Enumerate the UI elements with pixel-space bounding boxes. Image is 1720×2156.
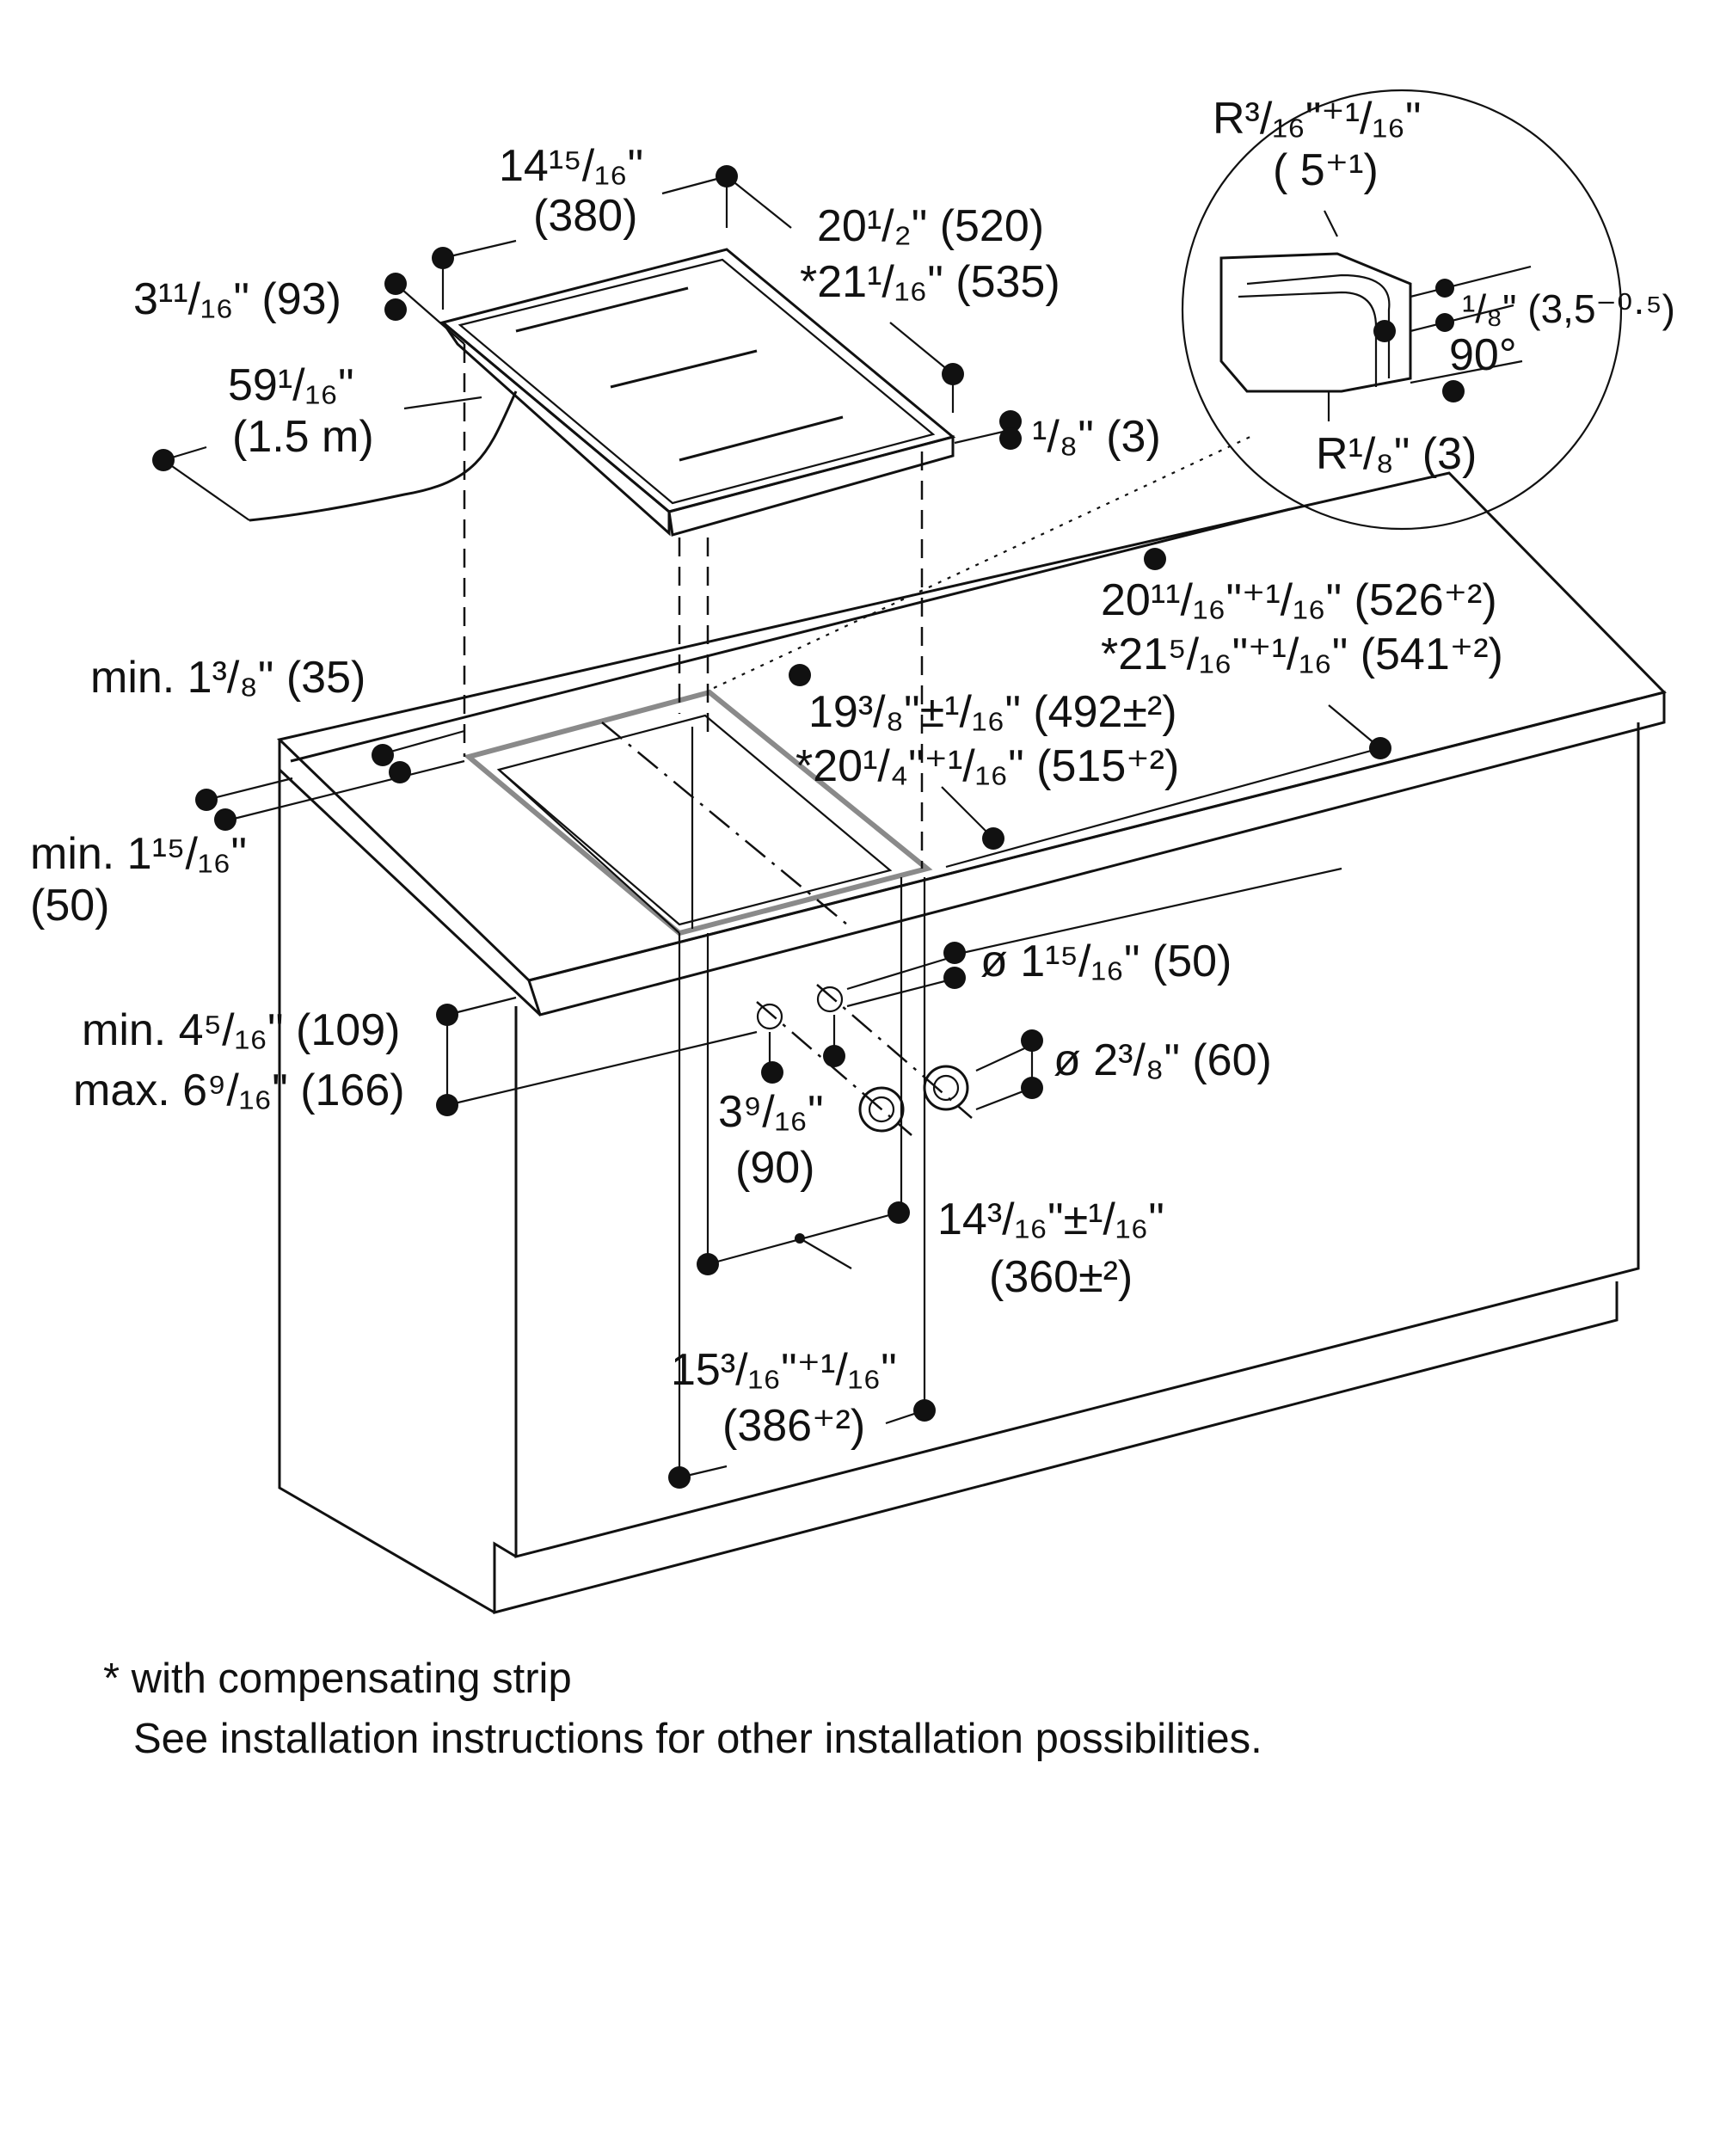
label-radius-top: R³/₁₆"⁺¹/₁₆" [1213, 94, 1421, 144]
cabinet [276, 471, 1667, 1614]
label-depth-top: 20¹/₂" (520) [817, 201, 1044, 251]
label-opening-width: 15³/₁₆"⁺¹/₁₆" [671, 1345, 897, 1395]
label-min-front: min. 1³/₈" (35) [90, 653, 366, 703]
label-width-top: 14¹⁵/₁₆" [499, 141, 643, 191]
label-radius-top-mm: ( 5⁺¹) [1273, 145, 1379, 195]
label-hole-spacing-mm: (90) [735, 1143, 814, 1193]
label-min-side-mm: (50) [30, 881, 109, 931]
projection-lines [463, 344, 926, 1483]
label-detail-angle: 90° [1449, 330, 1517, 380]
label-radius-bottom: R¹/₈" (3) [1316, 429, 1477, 479]
label-hole-small: ø 1¹⁵/₁₆" (50) [980, 937, 1232, 986]
footnote-see-instructions: See installation instructions for other … [133, 1716, 1262, 1762]
cutout [463, 689, 933, 937]
label-cutout-strip: *20¹/₄"⁺¹/₁₆" (515⁺²) [796, 741, 1179, 791]
label-depth-top-strip: *21¹/₁₆" (535) [800, 257, 1060, 307]
holes [756, 984, 973, 1136]
label-height-top: 3¹¹/₁₆" (93) [133, 274, 341, 324]
label-frame: ¹/₈" (3) [1032, 412, 1161, 462]
label-cable-m: (1.5 m) [232, 412, 374, 462]
label-hole-max: max. 6⁹/₁₆" (166) [73, 1066, 405, 1115]
label-countertop: 20¹¹/₁₆"⁺¹/₁₆" (526⁺²) [1101, 575, 1497, 625]
label-min-side: min. 1¹⁵/₁₆" [30, 829, 247, 879]
label-width-top-mm: (380) [533, 191, 637, 241]
label-cutout: 19³/₈"±¹/₁₆" (492±²) [808, 687, 1177, 737]
label-hole-large: ø 2³/₈" (60) [1054, 1035, 1272, 1085]
label-cutout-width: 14³/₁₆"±¹/₁₆" [937, 1195, 1164, 1244]
label-countertop-strip: *21⁵/₁₆"⁺¹/₁₆" (541⁺²) [1101, 630, 1503, 679]
label-opening-width-mm: (386⁺²) [722, 1401, 865, 1451]
footnote-compensating-strip: * with compensating strip [103, 1655, 572, 1702]
label-hole-spacing: 3⁹/₁₆" [718, 1087, 824, 1137]
label-cable: 59¹/₁₆" [228, 360, 354, 410]
label-detail-depth: ¹/₈" (3,5⁻⁰·⁵) [1462, 286, 1675, 331]
cooktop [249, 248, 956, 537]
dimension-dots [152, 165, 1465, 1489]
label-cutout-width-mm: (360±²) [989, 1252, 1133, 1302]
dimension-labels: 14¹⁵/₁₆" (380) 20¹/₂" (520) *21¹/₁₆" (53… [30, 94, 1675, 1451]
label-hole-min: min. 4⁵/₁₆" (109) [82, 1005, 400, 1055]
detail-leader [713, 433, 1256, 689]
